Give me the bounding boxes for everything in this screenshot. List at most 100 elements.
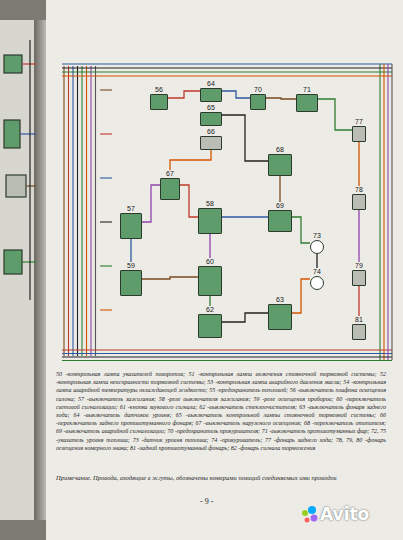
- harness-wire: [90, 66, 91, 356]
- callout-number: 63: [275, 296, 285, 304]
- switch-symbol: [352, 324, 366, 340]
- wire: [209, 296, 210, 306]
- switch-symbol: [200, 112, 222, 126]
- switch-symbol: [250, 94, 266, 110]
- component-box: 57: [120, 205, 142, 239]
- harness-wire: [72, 66, 73, 356]
- callout-number: 79: [354, 262, 364, 270]
- harness-wire: [68, 66, 69, 356]
- harness-wire: [379, 64, 380, 360]
- wire: [142, 277, 198, 279]
- switch-symbol: [198, 208, 222, 234]
- legend-text: 50 -контрольная лампа указателей поворот…: [56, 370, 386, 452]
- harness-wire: [63, 66, 64, 356]
- component-box: 81: [352, 316, 366, 340]
- wire: [358, 142, 359, 186]
- wire: [292, 279, 310, 313]
- component-box: 68: [268, 146, 292, 176]
- switch-symbol: [352, 270, 366, 286]
- harness-wire: [86, 66, 87, 356]
- callout-number: 78: [354, 186, 364, 194]
- harness-wire: [387, 64, 388, 360]
- wire: [222, 91, 250, 98]
- watermark: Avito: [320, 504, 390, 524]
- harness-wire: [62, 71, 392, 72]
- wire: [209, 234, 210, 258]
- harness-wire: [383, 64, 384, 360]
- callout-number: 68: [275, 146, 285, 154]
- component-box: 70: [250, 86, 266, 110]
- harness-wire: [62, 63, 392, 64]
- component-box: 69: [268, 202, 292, 232]
- switch-symbol: [200, 136, 222, 150]
- component-box: 79: [352, 262, 366, 286]
- component-box: 64: [200, 80, 222, 102]
- harness-wire: [62, 360, 392, 361]
- callout-number: 59: [126, 262, 136, 270]
- wire: [180, 185, 198, 217]
- switch-symbol: [200, 88, 222, 102]
- callout-number: 81: [354, 316, 364, 324]
- wire: [222, 115, 268, 161]
- component-box: 78: [352, 186, 366, 210]
- switch-symbol: [198, 266, 222, 296]
- harness-wire: [81, 66, 82, 356]
- callout-number: 73: [312, 232, 322, 240]
- callout-number: 62: [205, 306, 215, 314]
- harness-wire: [391, 64, 392, 360]
- switch-symbol: [352, 194, 366, 210]
- component-box: 71: [296, 86, 318, 112]
- callout-number: 69: [275, 202, 285, 210]
- wire: [222, 216, 268, 217]
- harness-wire: [100, 177, 112, 178]
- wire: [358, 210, 359, 262]
- switch-symbol: [120, 270, 142, 296]
- wire-harness: [62, 64, 392, 361]
- harness-wire: [62, 353, 392, 354]
- harness-wire: [100, 265, 112, 266]
- component-box: 65: [200, 104, 222, 126]
- callout-number: 70: [253, 86, 263, 94]
- harness-wire: [100, 89, 112, 90]
- switch-symbol: [352, 126, 366, 142]
- component-box: 67: [160, 170, 180, 200]
- callout-number: 67: [165, 170, 175, 178]
- wire: [142, 185, 160, 222]
- avito-logo: [302, 506, 318, 523]
- wire: [170, 150, 211, 170]
- wire: [279, 176, 280, 202]
- harness-wire: [77, 66, 78, 356]
- callout-number: 60: [205, 258, 215, 266]
- component-box: 58: [198, 200, 222, 234]
- component-box: 73: [310, 232, 324, 254]
- component-box: 59: [120, 262, 142, 296]
- wire: [266, 98, 296, 99]
- harness-wire: [100, 221, 112, 222]
- wire: [316, 254, 317, 268]
- switch-symbol: [268, 154, 292, 176]
- left-page-fragment: [4, 40, 36, 300]
- harness-wire: [100, 309, 112, 310]
- wire: [292, 217, 310, 243]
- harness-wire: [62, 349, 392, 350]
- callout-number: 71: [302, 86, 312, 94]
- wire: [168, 91, 200, 98]
- wire: [358, 286, 359, 316]
- switch-symbol: [120, 213, 142, 239]
- harness-wire: [62, 356, 392, 357]
- wire: [130, 239, 131, 262]
- component-box: 56: [150, 86, 168, 110]
- callout-number: 66: [206, 128, 216, 136]
- switch-symbol: [150, 94, 168, 110]
- callout-number: 64: [206, 80, 216, 88]
- component-box: 60: [198, 258, 222, 296]
- switch-symbol: [198, 314, 222, 338]
- component-box: 66: [200, 128, 222, 150]
- harness-wire: [62, 67, 392, 68]
- switch-symbol: [268, 304, 292, 330]
- wire: [222, 313, 268, 322]
- switch-symbol: [296, 94, 318, 112]
- harness-wire: [62, 75, 392, 76]
